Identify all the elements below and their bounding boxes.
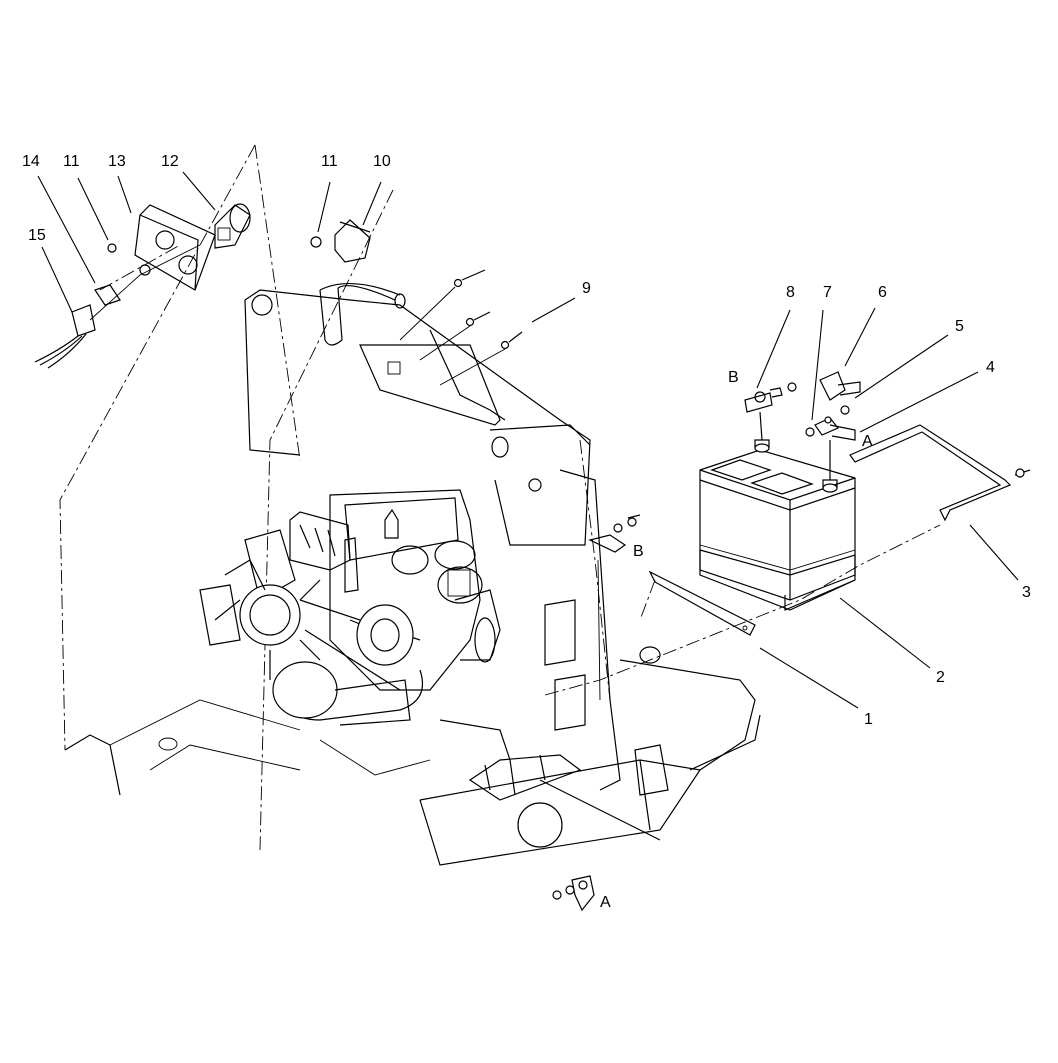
callout-4: 4 [986,359,995,376]
engine [199,489,501,726]
callout-15: 15 [28,227,46,244]
callout-labels: 1 2 3 4 5 6 7 8 9 10 11 11 12 13 14 15 A… [22,153,1031,911]
callout-1: 1 [864,711,873,728]
callout-9: 9 [582,280,591,297]
callout-14: 14 [22,153,40,170]
callout-3: 3 [1022,584,1031,601]
lower-base-frame [419,646,761,866]
connection-label-b-cable: B [728,369,739,386]
battery-hold-down [544,424,1012,696]
right-side-panel [544,439,621,791]
callout-5: 5 [955,318,964,335]
bracket-10 [310,219,371,263]
callout-6: 6 [878,284,887,301]
leader-lines [37,171,1019,709]
callout-12: 12 [161,153,179,170]
chassis-frame [59,144,431,851]
callout-10: 10 [373,153,391,170]
callout-11-right: 11 [321,153,338,170]
connection-label-a-ground: A [600,894,611,911]
callout-8: 8 [786,284,795,301]
upper-panel-bracket [244,283,591,546]
callout-13: 13 [108,153,126,170]
panel-bolts [399,269,523,386]
switch-panel-assembly [34,203,251,369]
callout-11-left: 11 [63,153,80,170]
battery-cables [552,371,1031,912]
callout-2: 2 [936,669,945,686]
connection-label-a-battery: A [862,433,873,450]
connection-label-b-frame: B [633,543,644,560]
battery [699,439,856,611]
callout-7: 7 [823,284,832,301]
